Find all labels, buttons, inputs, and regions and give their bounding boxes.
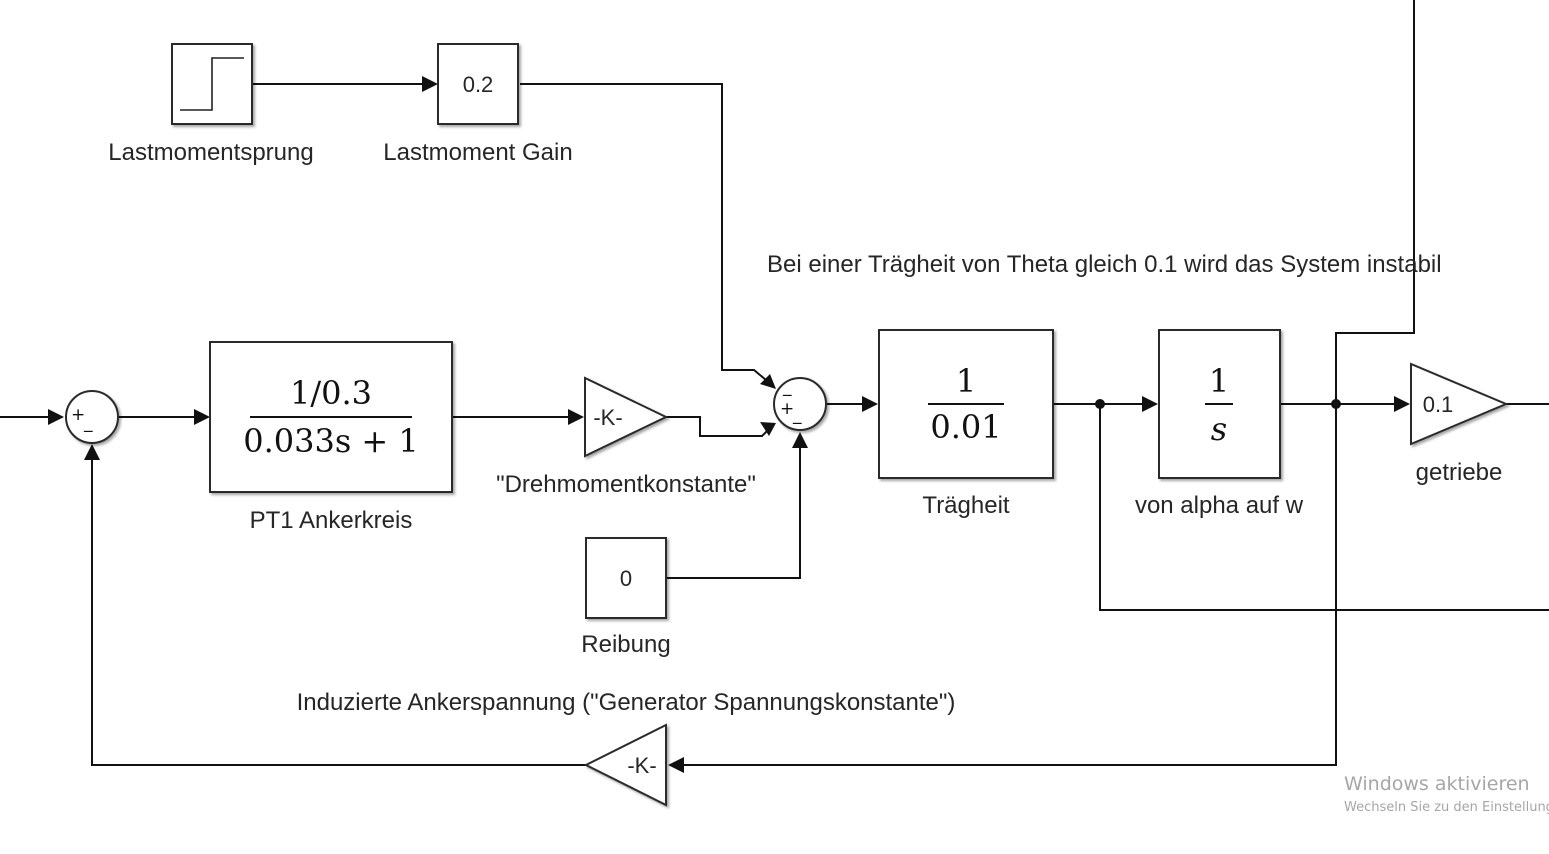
inertia-label: Trägheit [922,492,1009,519]
inertia-block[interactable]: 1 0.01 [878,329,1054,479]
gearbox-gain-block[interactable]: 0.1 [1410,362,1509,446]
load-gain-block[interactable]: 0.2 [437,43,519,125]
pt1-numerator: 1/0.3 [290,374,372,412]
integrator-label: von alpha auf w [1135,492,1304,519]
torque-gain-block[interactable]: -K- [584,376,669,458]
sum-block-2[interactable]: _ + _ [773,377,827,431]
annotation-text: Bei einer Trägheit von Theta gleich 0.1 … [767,251,1442,278]
integrator-numerator: 1 [1209,362,1229,400]
sum-block-1[interactable]: + _ [65,390,119,444]
sum2-minus-sign: _ [792,405,802,425]
sum1-plus-sign: + [71,405,85,425]
inertia-denominator: 0.01 [930,408,1001,446]
activation-watermark-subtitle: Wechseln Sie zu den Einstellungen [1344,800,1549,815]
activation-watermark-title: Windows aktivieren [1344,773,1530,795]
sum2-top-minus-sign: _ [782,377,792,397]
load-gain-value: 0.2 [463,72,494,97]
sum2-plus-sign: + [780,399,794,419]
load-gain-label: Lastmoment Gain [383,139,572,166]
sum1-minus-sign: _ [83,413,93,433]
integrator-denominator: s [1211,410,1227,448]
pt1-label: PT1 Ankerkreis [250,507,413,534]
feedback-label: Induzierte Ankerspannung ("Generator Spa… [297,689,956,716]
friction-constant-block[interactable]: 0 [585,537,667,619]
signal-lines [0,0,1549,773]
pt1-transfer-fcn-block[interactable]: 1/0.3 0.033s + 1 [209,341,453,493]
feedback-gain-value: -K- [627,753,656,778]
gearbox-value: 0.1 [1423,392,1454,417]
gearbox-label: getriebe [1416,459,1503,486]
inertia-numerator: 1 [956,362,976,400]
torque-gain-label: "Drehmomentkonstante" [496,471,756,498]
step-icon [180,57,244,111]
step-label: Lastmomentsprung [108,139,313,166]
friction-value: 0 [620,566,632,591]
friction-label: Reibung [581,631,670,658]
step-block[interactable] [171,43,253,125]
integrator-block[interactable]: 1 s [1158,329,1281,479]
torque-gain-value: -K- [593,405,622,430]
pt1-denominator: 0.033s + 1 [243,422,419,460]
feedback-gain-block[interactable]: -K- [583,723,667,807]
